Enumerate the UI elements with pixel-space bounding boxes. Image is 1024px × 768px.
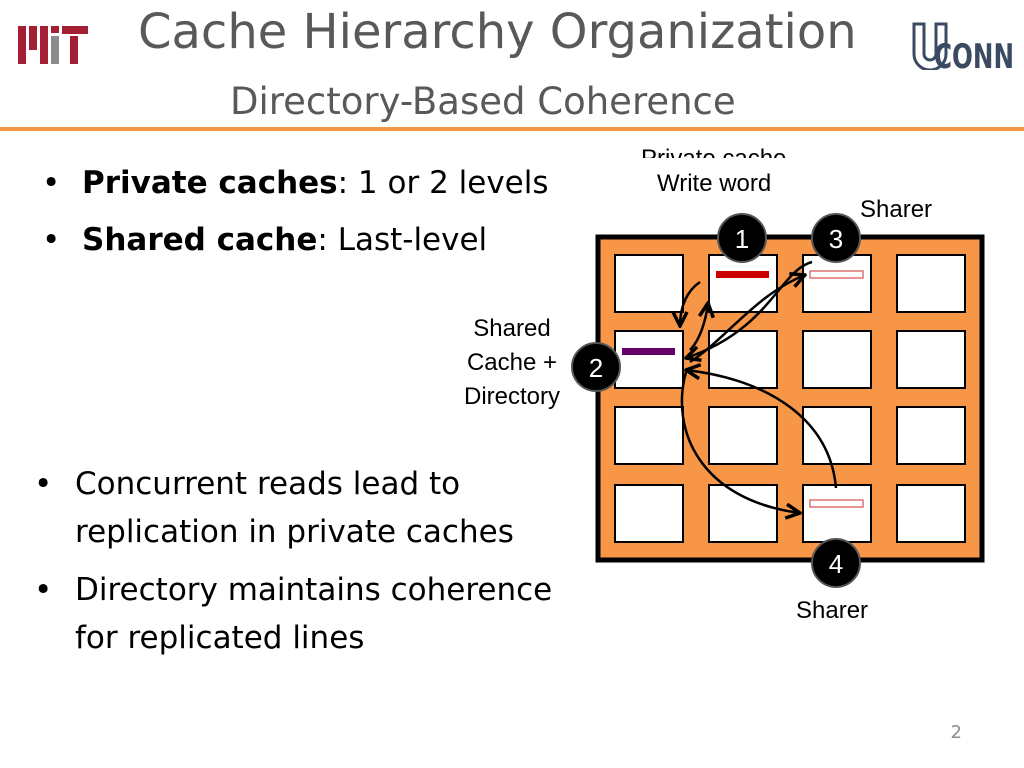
step-1: 1 xyxy=(717,213,767,263)
tile xyxy=(896,330,966,389)
tile xyxy=(802,330,872,389)
arrow-invalidate-top xyxy=(689,275,805,364)
label-shared-cache: Shared Cache + Directory xyxy=(455,312,569,414)
directory-line xyxy=(622,348,675,355)
bullet-text: : Last-level xyxy=(317,222,488,258)
bullet-bold: Private caches xyxy=(82,165,338,201)
mit-logo xyxy=(18,26,96,64)
svg-text:CONN: CONN xyxy=(934,37,1014,70)
label-line: Cache + xyxy=(466,349,558,376)
tile xyxy=(896,484,966,543)
page-title: Cache Hierarchy Organization xyxy=(138,4,857,60)
label-private-cache: Private cache xyxy=(641,145,786,158)
arrow-ack-bottom xyxy=(686,370,838,489)
sharer-line-top xyxy=(809,270,864,279)
sharer-line-bottom xyxy=(809,499,864,508)
bullet-dot: • xyxy=(34,572,53,608)
tile xyxy=(802,484,872,543)
step-1-label: 1 xyxy=(735,224,749,254)
label-line: Shared xyxy=(473,315,551,342)
step-2-label: 2 xyxy=(589,353,603,383)
coherence-diagram: 1 3 2 4 xyxy=(571,213,985,588)
page-subtitle: Directory-Based Coherence xyxy=(230,80,736,123)
bullet-dot: • xyxy=(42,222,61,258)
bullet-list-top: • Private caches: 1 or 2 levels • Shared… xyxy=(42,155,549,269)
tile xyxy=(708,330,778,389)
tile xyxy=(896,254,966,313)
bullet-text: Directory maintains coherence for replic… xyxy=(75,572,553,656)
step-4: 4 xyxy=(811,538,861,588)
arrow-write-request xyxy=(680,280,701,326)
tile xyxy=(708,406,778,465)
tile xyxy=(802,254,872,313)
tile xyxy=(802,406,872,465)
tile xyxy=(614,484,684,543)
label-write-word: Write word xyxy=(657,170,772,197)
bullet-item: • Private caches: 1 or 2 levels xyxy=(42,155,549,212)
bullet-item: • Concurrent reads lead to replication i… xyxy=(34,460,594,556)
tile xyxy=(614,406,684,465)
label-line: Directory xyxy=(463,383,560,410)
bullet-item: • Shared cache: Last-level xyxy=(42,212,549,269)
tile xyxy=(614,254,684,313)
write-word-line xyxy=(716,271,769,278)
bullet-dot: • xyxy=(34,466,53,502)
step-4-label: 4 xyxy=(829,549,843,579)
step-3: 3 xyxy=(811,213,861,263)
step-3-label: 3 xyxy=(829,224,843,254)
label-sharer-bottom: Sharer xyxy=(796,597,869,624)
bullet-text: : 1 or 2 levels xyxy=(337,165,549,201)
bullet-list-bottom: • Concurrent reads lead to replication i… xyxy=(34,460,594,672)
header-divider xyxy=(0,127,1024,131)
bullet-dot: • xyxy=(42,165,61,201)
bullet-text: Concurrent reads lead to replication in … xyxy=(75,466,514,550)
bullet-item: • Directory maintains coherence for repl… xyxy=(34,566,594,662)
arrow-ack-top xyxy=(686,260,813,358)
step-2: 2 xyxy=(571,342,621,392)
message-arrows xyxy=(680,260,838,513)
tile xyxy=(896,406,966,465)
page-number: 2 xyxy=(950,722,962,743)
tile xyxy=(708,484,778,543)
tile xyxy=(614,330,684,389)
uconn-logo: CONN xyxy=(912,22,1016,77)
arrow-invalidate-bottom xyxy=(680,371,800,513)
bullet-bold: Shared cache xyxy=(82,222,318,258)
label-sharer-top: Sharer xyxy=(860,196,933,223)
